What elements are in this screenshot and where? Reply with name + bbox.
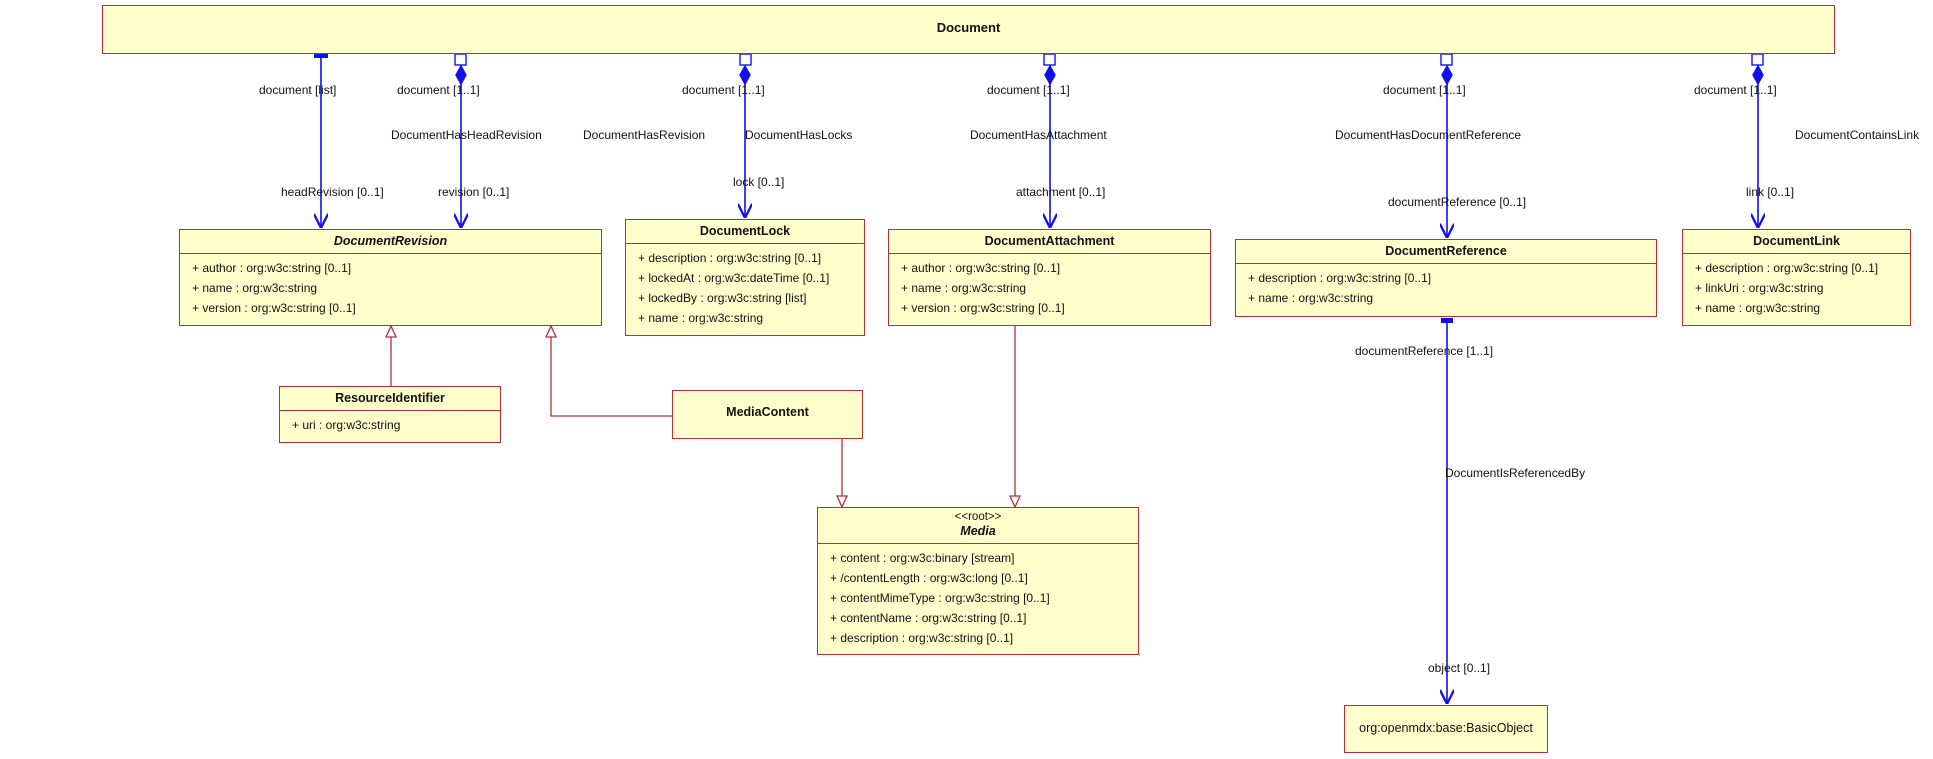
attribute: + name : org:w3c:string <box>901 281 1027 295</box>
attribute: + name : org:w3c:string <box>1248 291 1374 305</box>
open-end-marker <box>454 53 467 66</box>
role-label: link [0..1] <box>1746 185 1795 199</box>
class-basic-object-name: org:openmdx:base:BasicObject <box>1359 721 1533 735</box>
class-media-content-name: MediaContent <box>726 405 809 419</box>
class-document-lock-name: DocumentLock <box>626 220 864 244</box>
class-media[interactable]: <<root>> Media + content : org:w3c:binar… <box>817 507 1139 655</box>
role-label: document [1..1] <box>987 83 1070 97</box>
inheritance-triangle <box>544 324 558 338</box>
attribute: + lockedBy : org:w3c:string [list] <box>638 291 807 305</box>
class-media-content[interactable]: MediaContent <box>672 390 863 439</box>
role-label: documentReference [1..1] <box>1355 344 1494 358</box>
inheritance-triangle <box>835 495 849 509</box>
attribute: + description : org:w3c:string [0..1] <box>1695 261 1879 275</box>
open-end-marker <box>1043 53 1056 66</box>
class-document-name: Document <box>936 20 1001 35</box>
class-document-reference[interactable]: DocumentReference + description : org:w3… <box>1235 239 1657 317</box>
role-label: document [1..1] <box>397 83 480 97</box>
open-end-marker <box>1440 53 1453 66</box>
attribute: + description : org:w3c:string [0..1] <box>638 251 822 265</box>
composition-diamond <box>455 64 467 86</box>
role-label: document [list] <box>259 83 337 97</box>
class-basic-object[interactable]: org:openmdx:base:BasicObject <box>1344 705 1548 753</box>
open-end-marker <box>739 53 752 66</box>
open-end-marker <box>1751 53 1764 66</box>
class-media-name: Media <box>960 524 996 538</box>
class-resource-identifier-name: ResourceIdentifier <box>280 387 500 411</box>
association-name: DocumentHasAttachment <box>970 128 1107 142</box>
composition-diamond <box>1752 64 1764 86</box>
attribute: + author : org:w3c:string [0..1] <box>192 261 352 275</box>
role-label: document [1..1] <box>682 83 765 97</box>
class-document-lock[interactable]: DocumentLock + description : org:w3c:str… <box>625 219 865 336</box>
role-label: revision [0..1] <box>438 185 510 199</box>
class-document-link-name: DocumentLink <box>1683 230 1910 254</box>
end-marker-document-list <box>314 53 328 58</box>
composition-diamond <box>1441 64 1453 86</box>
attribute: + uri : org:w3c:string <box>292 418 401 432</box>
generalization-mediacontent <box>550 333 672 417</box>
attribute: + content : org:w3c:binary [stream] <box>830 551 1015 565</box>
class-document-attachment-name: DocumentAttachment <box>889 230 1210 254</box>
role-label: object [0..1] <box>1428 661 1491 675</box>
association-name: DocumentHasHeadRevision <box>391 128 542 142</box>
role-label: lock [0..1] <box>733 175 785 189</box>
attribute: + name : org:w3c:string <box>192 281 318 295</box>
class-document-revision[interactable]: DocumentRevision + author : org:w3c:stri… <box>179 229 602 326</box>
attribute: + linkUri : org:w3c:string <box>1695 281 1824 295</box>
attribute: + lockedAt : org:w3c:dateTime [0..1] <box>638 271 830 285</box>
class-document[interactable]: Document <box>102 5 1835 54</box>
attribute: + description : org:w3c:string [0..1] <box>830 631 1014 645</box>
class-document-attachment[interactable]: DocumentAttachment + author : org:w3c:st… <box>888 229 1211 326</box>
association-name: DocumentHasRevision <box>583 128 706 142</box>
attribute: + name : org:w3c:string <box>638 311 764 325</box>
attribute: + version : org:w3c:string [0..1] <box>901 301 1065 315</box>
class-resource-identifier[interactable]: ResourceIdentifier + uri : org:w3c:strin… <box>279 386 501 443</box>
attribute: + contentMimeType : org:w3c:string [0..1… <box>830 591 1050 605</box>
class-document-reference-name: DocumentReference <box>1236 240 1656 264</box>
class-media-stereotype: <<root>> <box>954 511 1002 523</box>
end-marker-docref <box>1441 318 1453 323</box>
attribute: + description : org:w3c:string [0..1] <box>1248 271 1432 285</box>
attribute: + author : org:w3c:string [0..1] <box>901 261 1061 275</box>
association-name: DocumentContainsLink <box>1795 128 1920 142</box>
role-label: documentReference [0..1] <box>1388 195 1527 209</box>
role-label: document [1..1] <box>1694 83 1777 97</box>
role-label: document [1..1] <box>1383 83 1466 97</box>
composition-diamond <box>1044 64 1056 86</box>
attribute: + /contentLength : org:w3c:long [0..1] <box>830 571 1028 585</box>
inheritance-triangle <box>384 324 398 338</box>
attribute: + name : org:w3c:string <box>1695 301 1821 315</box>
class-media-header: <<root>> Media <box>818 508 1138 544</box>
inheritance-triangle <box>1008 495 1022 509</box>
association-name: DocumentHasDocumentReference <box>1335 128 1522 142</box>
attribute: + version : org:w3c:string [0..1] <box>192 301 356 315</box>
class-document-revision-name: DocumentRevision <box>180 230 601 254</box>
association-name: DocumentIsReferencedBy <box>1445 466 1586 480</box>
role-label: headRevision [0..1] <box>281 185 384 199</box>
attribute: + contentName : org:w3c:string [0..1] <box>830 611 1027 625</box>
composition-diamond <box>739 64 751 86</box>
class-document-link[interactable]: DocumentLink + description : org:w3c:str… <box>1682 229 1911 326</box>
role-label: attachment [0..1] <box>1016 185 1106 199</box>
association-name: DocumentHasLocks <box>745 128 853 142</box>
